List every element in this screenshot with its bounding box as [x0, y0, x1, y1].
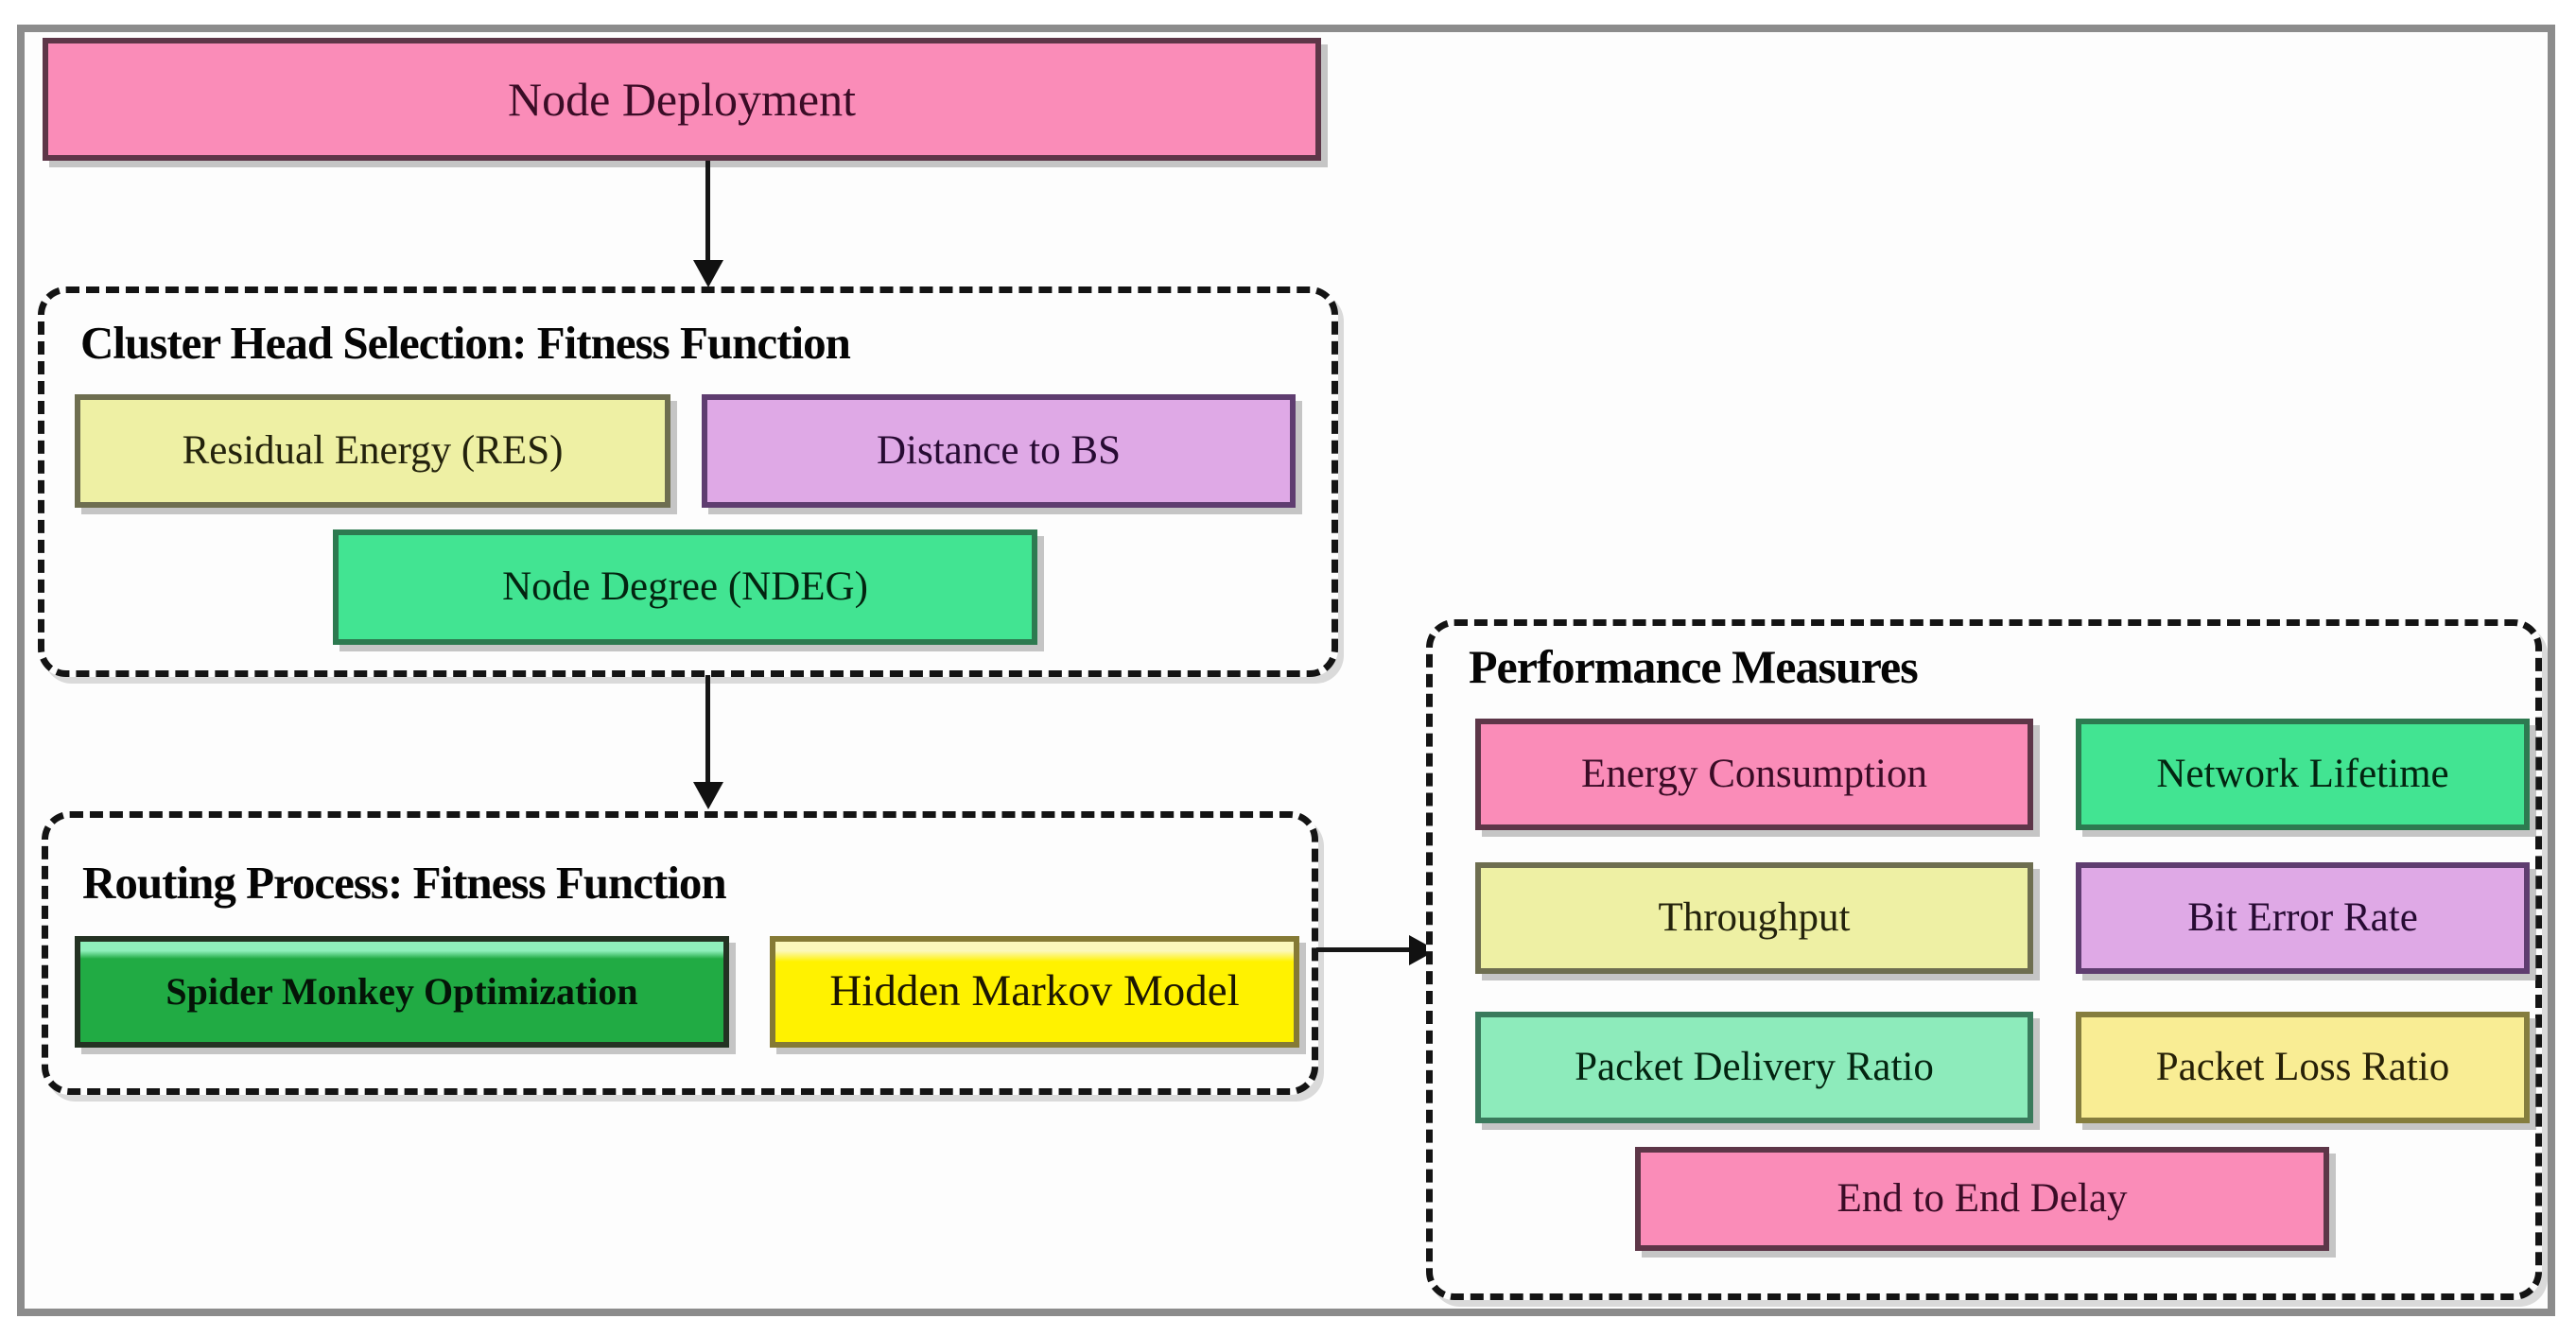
arrow-cluster-to-routing [693, 675, 723, 809]
arrow-line [705, 161, 710, 260]
residual-energy-label: Residual Energy (RES) [182, 428, 564, 474]
end-to-end-delay-box: End to End Delay [1635, 1147, 2329, 1251]
packet-loss-ratio-box: Packet Loss Ratio [2076, 1012, 2530, 1123]
node-degree-label: Node Degree (NDEG) [502, 564, 868, 610]
distance-to-bs-box: Distance to BS [702, 394, 1296, 508]
distance-to-bs-label: Distance to BS [877, 428, 1121, 474]
bit-error-rate-label: Bit Error Rate [2187, 895, 2418, 941]
cluster-head-group: Cluster Head Selection: Fitness Function… [38, 286, 1338, 677]
bit-error-rate-box: Bit Error Rate [2076, 862, 2530, 974]
arrow-routing-to-performance [1316, 934, 1437, 966]
spider-monkey-optimization-label: Spider Monkey Optimization [165, 970, 638, 1013]
energy-consumption-label: Energy Consumption [1581, 752, 1927, 797]
packet-delivery-ratio-box: Packet Delivery Ratio [1475, 1012, 2033, 1123]
hidden-markov-model-box: Hidden Markov Model [770, 936, 1299, 1048]
throughput-label: Throughput [1658, 895, 1851, 941]
node-deployment-label: Node Deployment [508, 72, 856, 126]
arrow-line [705, 675, 710, 782]
performance-measures-title: Performance Measures [1469, 640, 1919, 693]
arrow-down-icon [693, 260, 723, 287]
performance-measures-group: Performance Measures Energy Consumption … [1426, 619, 2542, 1300]
arrow-node-to-cluster [693, 161, 723, 287]
network-lifetime-box: Network Lifetime [2076, 719, 2530, 830]
node-degree-box: Node Degree (NDEG) [333, 529, 1037, 645]
throughput-box: Throughput [1475, 862, 2033, 974]
routing-process-group: Routing Process: Fitness Function Spider… [42, 811, 1318, 1095]
arrow-down-icon [693, 782, 723, 809]
packet-loss-ratio-label: Packet Loss Ratio [2155, 1045, 2450, 1090]
spider-monkey-optimization-box: Spider Monkey Optimization [75, 936, 729, 1048]
node-deployment-box: Node Deployment [43, 38, 1321, 161]
residual-energy-box: Residual Energy (RES) [75, 394, 670, 508]
hidden-markov-model-label: Hidden Markov Model [829, 966, 1240, 1016]
end-to-end-delay-label: End to End Delay [1836, 1176, 2128, 1222]
arrow-line [1316, 947, 1411, 952]
energy-consumption-box: Energy Consumption [1475, 719, 2033, 830]
cluster-head-title: Cluster Head Selection: Fitness Function [80, 317, 851, 369]
packet-delivery-ratio-label: Packet Delivery Ratio [1575, 1045, 1934, 1090]
network-lifetime-label: Network Lifetime [2156, 752, 2449, 797]
routing-process-title: Routing Process: Fitness Function [82, 857, 727, 909]
